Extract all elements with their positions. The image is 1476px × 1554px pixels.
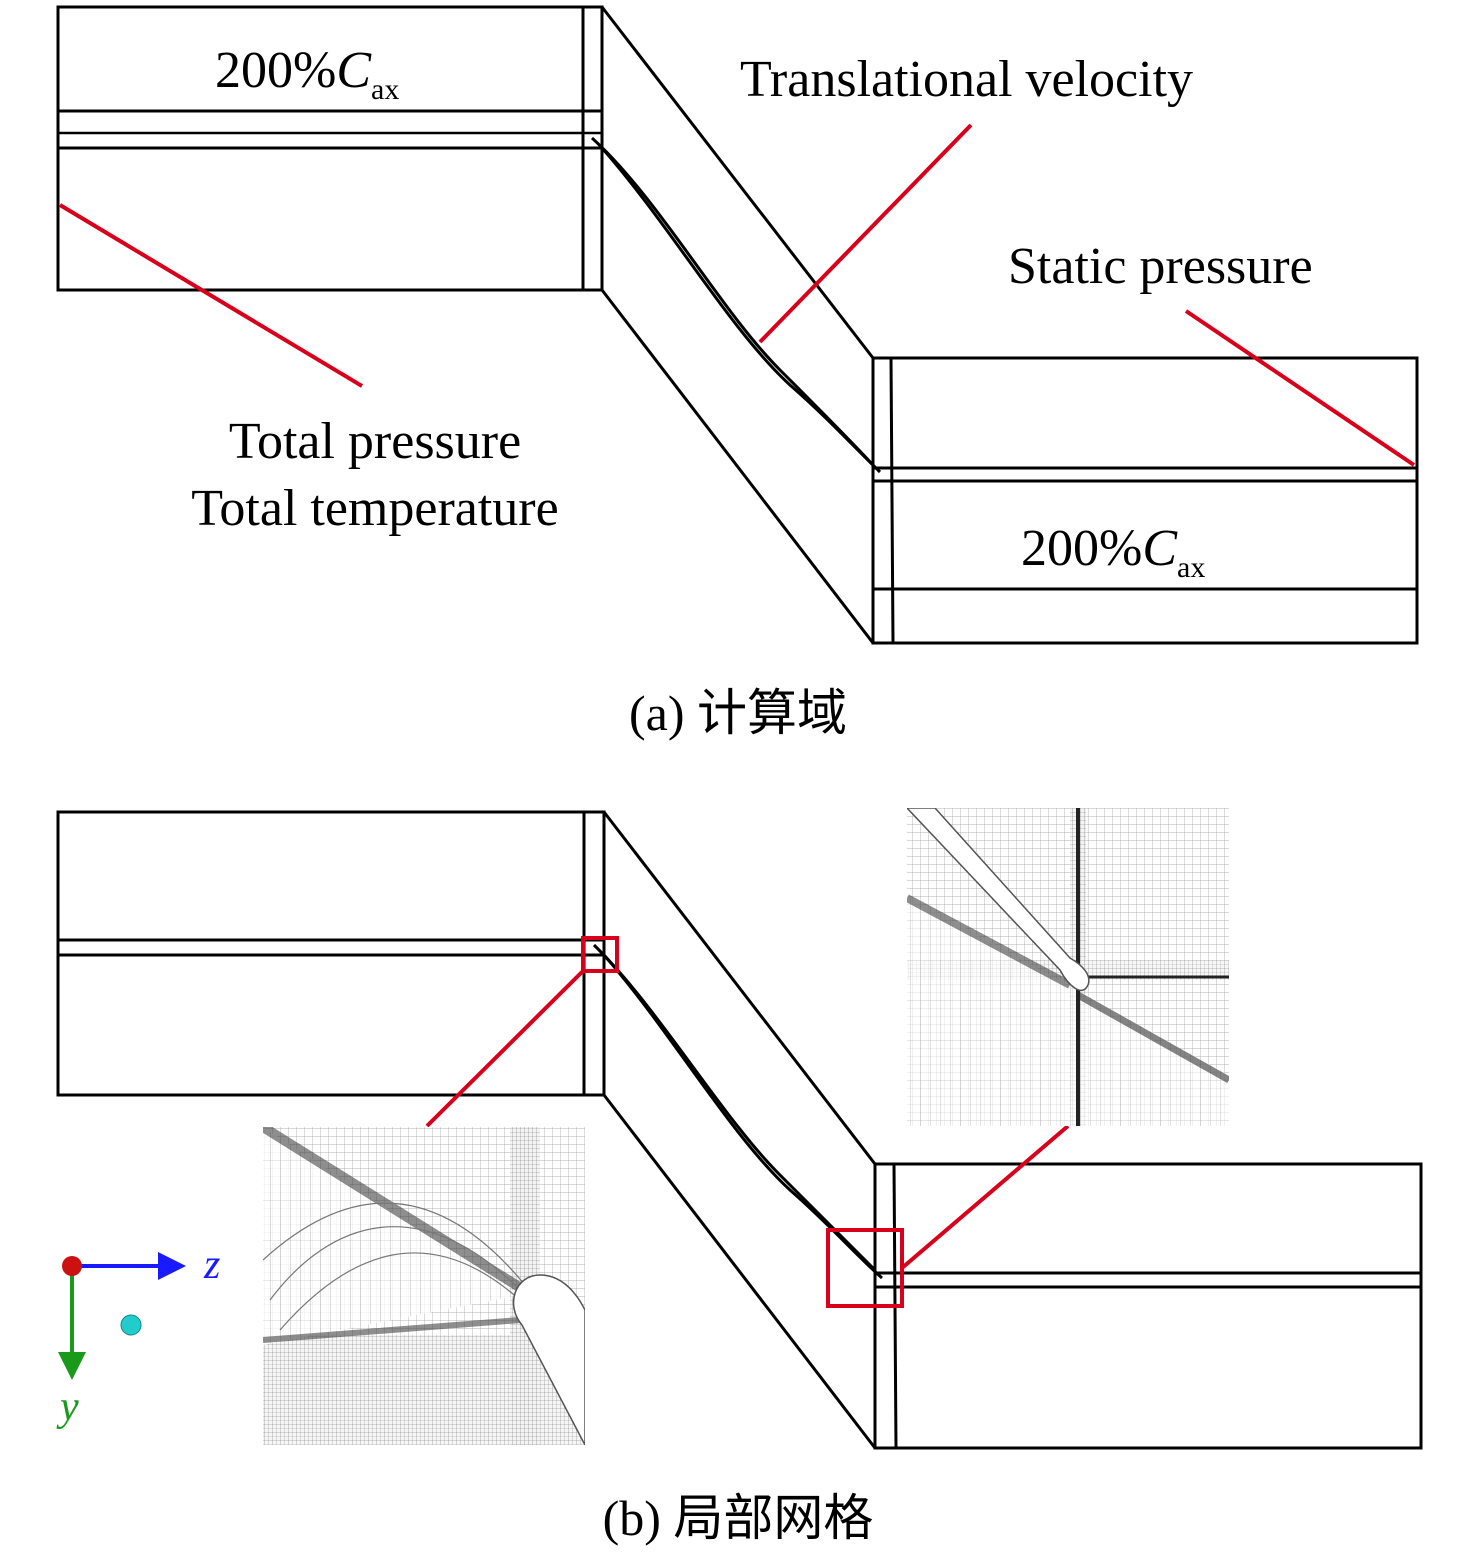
total-pressure-label: Total pressure <box>229 413 521 470</box>
caption-a: (a) 计算域 <box>629 685 847 741</box>
static-pressure-leader <box>1184 309 1416 467</box>
z-axis-arrowhead <box>158 1252 186 1280</box>
leading-edge-leader <box>425 969 585 1128</box>
y-axis-label: y <box>56 1384 79 1430</box>
trailing-edge-highlight-box <box>826 1228 904 1308</box>
origin-marker <box>62 1256 82 1276</box>
z-axis-label: z <box>203 1242 220 1288</box>
trailing-edge-mesh-inset <box>907 808 1229 1126</box>
panel-b-highlights <box>425 936 1070 1308</box>
velocity-leader <box>758 123 973 344</box>
leading-edge-highlight-box <box>581 936 619 973</box>
total-temperature-label: Total temperature <box>191 480 558 537</box>
panel-a-domain <box>56 5 1419 645</box>
y-axis-arrowhead <box>58 1352 86 1380</box>
static-pressure-label: Static pressure <box>1008 238 1313 295</box>
coordinate-triad: z y <box>56 1242 220 1430</box>
inlet-width-label: 200%Cax <box>215 42 399 106</box>
trailing-edge-leader <box>900 1124 1070 1270</box>
panel-a-leaders <box>58 123 1416 467</box>
caption-b: (b) 局部网格 <box>603 1490 874 1546</box>
total-conditions-leader <box>58 203 364 388</box>
outlet-width-label: 200%Cax <box>1021 520 1205 584</box>
translational-velocity-label: Translational velocity <box>740 51 1193 108</box>
x-axis-dot <box>120 1314 142 1336</box>
leading-edge-mesh-inset <box>263 1127 585 1445</box>
